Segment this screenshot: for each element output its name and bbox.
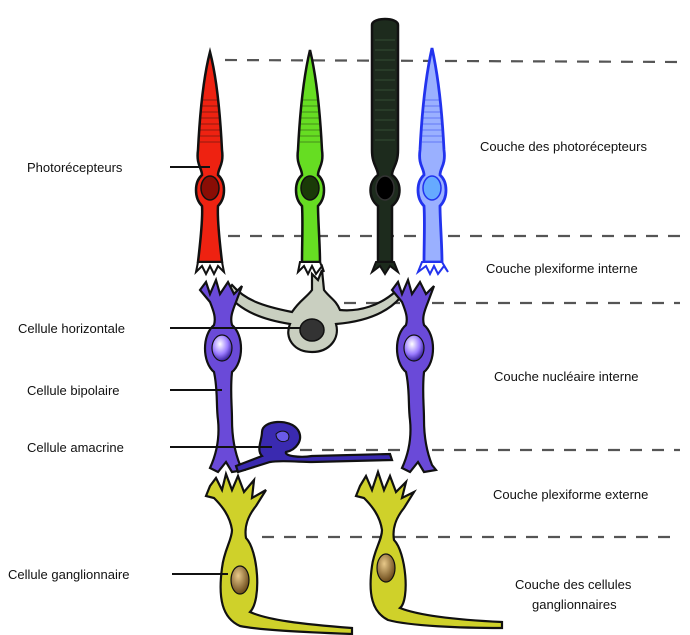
label-amacrine-cell: Cellule amacrine <box>27 440 124 455</box>
red-cone-photoreceptor <box>196 52 224 274</box>
label-photoreceptor-layer: Couche des photorécepteurs <box>480 139 647 154</box>
rod-photoreceptor <box>371 19 400 274</box>
label-bipolar-cell: Cellule bipolaire <box>27 383 120 398</box>
label-photoreceptors: Photorécepteurs <box>27 160 123 175</box>
label-horizontal-cell: Cellule horizontale <box>18 321 125 336</box>
horizontal-cell <box>226 270 400 352</box>
bipolar-cell-left <box>200 280 244 472</box>
blue-cone-photoreceptor <box>418 48 448 274</box>
bipolar-cell-right <box>392 280 436 472</box>
ganglion-cell-right <box>356 472 502 628</box>
ganglion-cell-left <box>206 474 352 634</box>
label-inner-plexiform-layer: Couche plexiforme interne <box>486 261 638 276</box>
label-ganglion-cell: Cellule ganglionnaire <box>8 567 129 582</box>
label-outer-plexiform-layer: Couche plexiforme externe <box>493 487 648 502</box>
green-cone-photoreceptor <box>296 50 324 274</box>
layer-boundaries <box>225 60 680 537</box>
label-inner-nuclear-layer: Couche nucléaire interne <box>494 369 639 384</box>
label-ganglion-layer-line1: Couche des cellules <box>515 577 632 592</box>
layer-line-top <box>225 60 680 62</box>
label-ganglion-layer-line2: ganglionnaires <box>532 597 617 612</box>
